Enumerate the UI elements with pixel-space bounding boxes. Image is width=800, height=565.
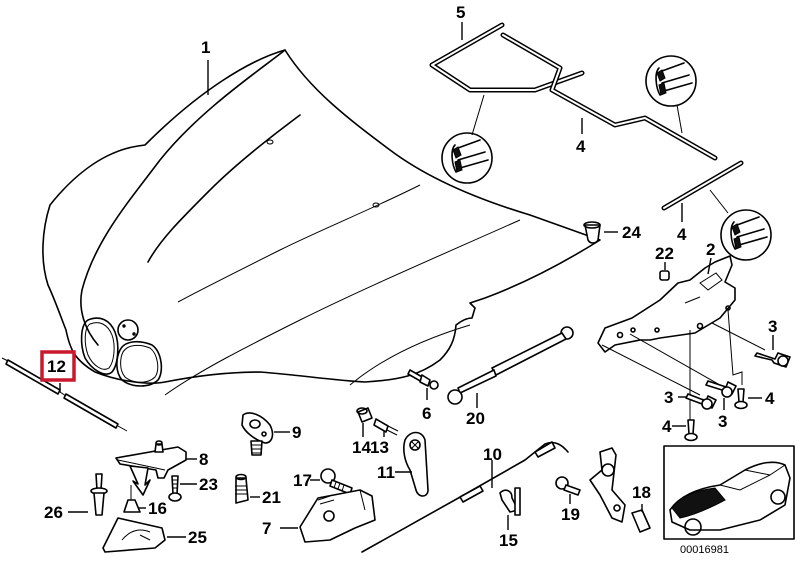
adjusting-buffer[interactable] (235, 473, 249, 504)
ball-stud[interactable] (407, 369, 439, 390)
callout-24[interactable]: 21 (262, 488, 281, 507)
seal-rear[interactable] (500, 32, 718, 161)
callout-5[interactable]: 4 (576, 137, 586, 156)
callout-14[interactable]: 11 (377, 463, 395, 482)
nut[interactable] (659, 270, 670, 281)
seal-profile-detail-1 (441, 132, 493, 184)
callout-16[interactable]: 14 (352, 438, 371, 457)
bracket-bolt[interactable] (555, 476, 581, 496)
screw[interactable] (734, 388, 748, 410)
grommet[interactable] (583, 221, 601, 244)
hood-lock[interactable] (299, 489, 376, 543)
callout-26[interactable]: 24 (622, 223, 641, 242)
hinge-bolt[interactable] (754, 352, 791, 368)
callout-10[interactable]: 8 (199, 450, 208, 469)
hinge-bolt[interactable] (685, 393, 717, 410)
callout-11[interactable]: 9 (292, 423, 301, 442)
screw[interactable] (684, 419, 698, 442)
callout-7[interactable]: 5 (456, 3, 465, 22)
callout-4a[interactable]: 4 (765, 389, 775, 408)
callout-1[interactable]: 1 (201, 38, 210, 57)
buffer[interactable] (241, 412, 274, 456)
callout-27[interactable]: 25 (188, 528, 207, 547)
catch-bracket[interactable] (115, 440, 187, 496)
callout-3a[interactable]: 3 (768, 317, 777, 336)
catch-screw[interactable] (168, 475, 182, 502)
hinge-bolt[interactable] (705, 380, 737, 398)
callout-3b[interactable]: 3 (664, 388, 673, 407)
callout-28[interactable]: 26 (44, 503, 63, 522)
highlight-box-13 (40, 350, 76, 382)
callout-6[interactable]: 4 (677, 225, 687, 244)
seal-profile-detail-2 (645, 55, 697, 107)
cap[interactable] (631, 509, 651, 533)
rubber-buffer[interactable] (123, 485, 141, 513)
callout-19[interactable]: 17 (293, 471, 312, 490)
handle-screw[interactable] (373, 418, 399, 436)
seal-side[interactable] (661, 160, 744, 211)
callout-18[interactable]: 16 (148, 499, 167, 518)
callout-17[interactable]: 15 (499, 531, 518, 550)
callout-12[interactable]: 10 (483, 445, 502, 464)
hood-panel[interactable] (42, 49, 601, 396)
callout-21[interactable]: 19 (561, 505, 580, 524)
callout-3c[interactable]: 3 (718, 412, 727, 431)
callout-22[interactable]: 20 (466, 409, 485, 428)
gas-strut[interactable] (447, 326, 574, 405)
callout-8[interactable]: 6 (422, 404, 431, 423)
callout-9[interactable]: 7 (262, 519, 271, 538)
callout-4b[interactable]: 4 (662, 417, 672, 436)
callout-23[interactable]: 22 (655, 244, 674, 263)
callout-13[interactable]: 12 (47, 357, 66, 376)
callout-2[interactable]: 2 (706, 240, 715, 259)
support-rod[interactable] (1, 357, 128, 432)
lock-bolt[interactable] (320, 468, 353, 495)
callout-20[interactable]: 18 (632, 483, 651, 502)
release-cable[interactable] (361, 441, 569, 553)
lock-bracket[interactable] (589, 447, 626, 523)
drawing-number: 00016981 (680, 544, 729, 556)
callout-25[interactable]: 23 (199, 475, 218, 494)
seal-profile-detail-3 (720, 209, 772, 261)
bushing[interactable] (356, 407, 373, 423)
vehicle-location-inset (663, 445, 795, 540)
expanding-rivet[interactable] (90, 473, 108, 516)
cable-clip[interactable] (499, 487, 521, 516)
release-handle[interactable] (403, 431, 429, 497)
callout-15[interactable]: 13 (370, 438, 389, 457)
seal-front[interactable] (429, 22, 585, 93)
lock-cover[interactable] (102, 517, 166, 553)
